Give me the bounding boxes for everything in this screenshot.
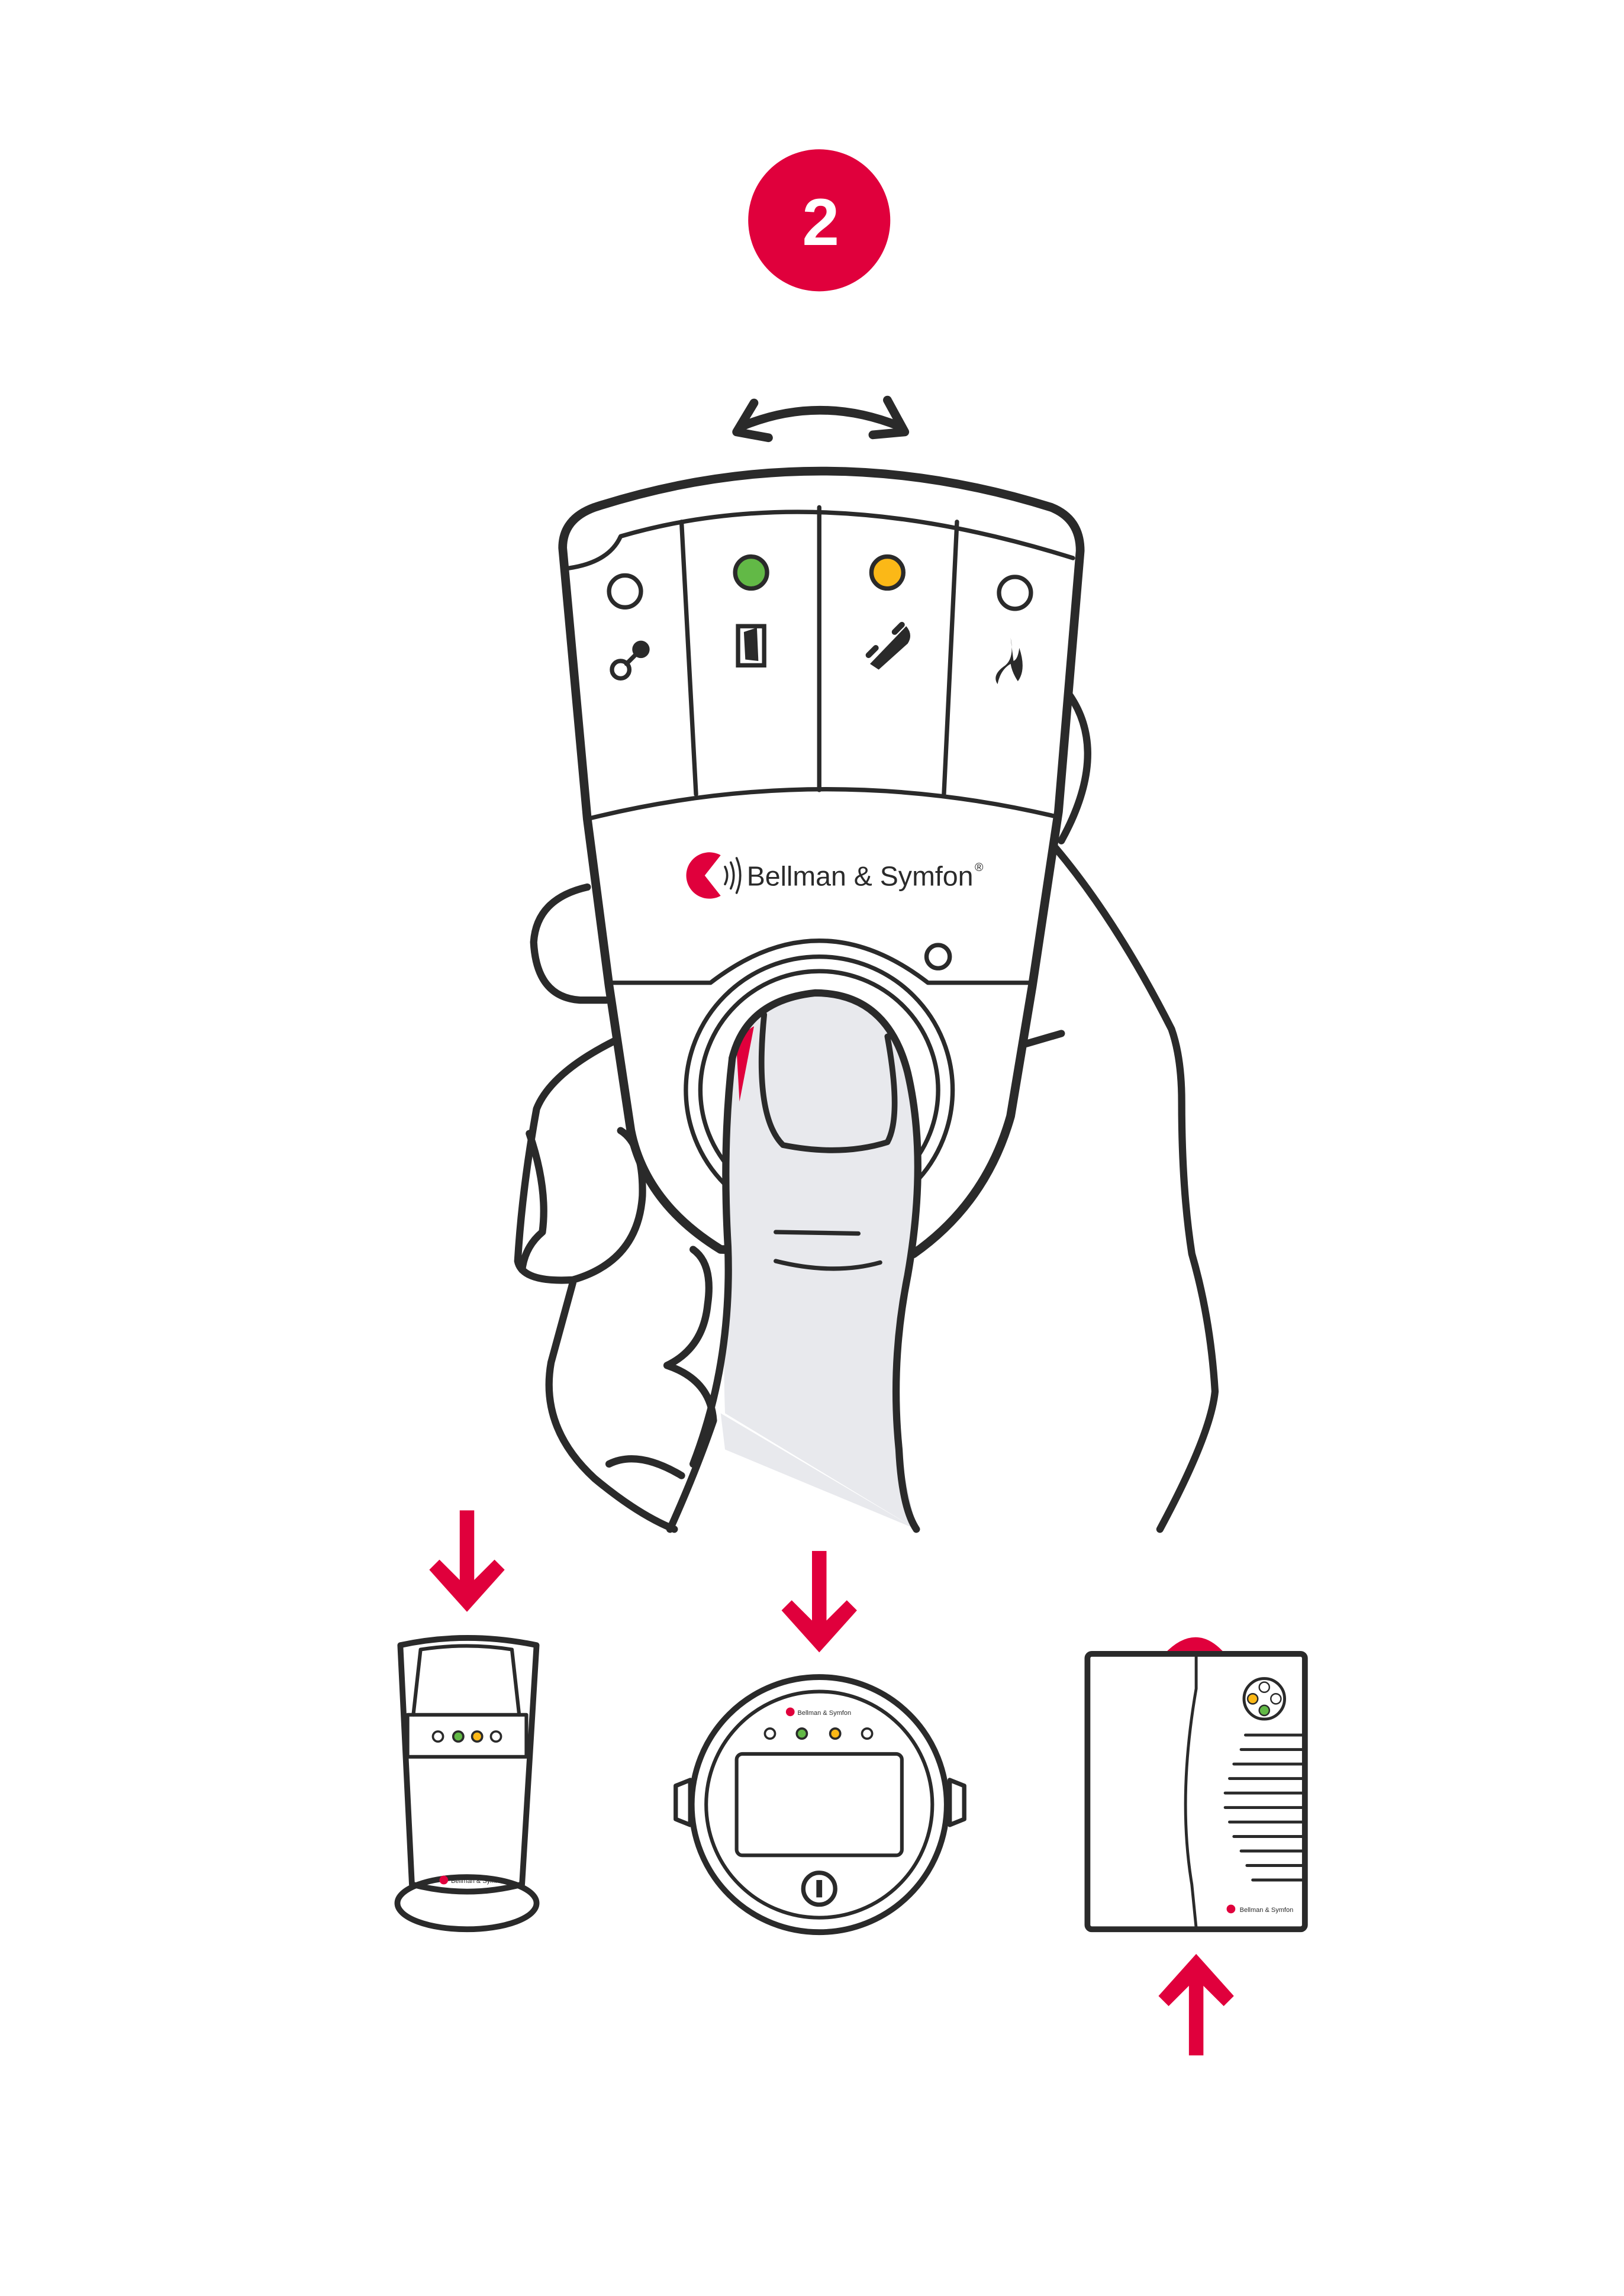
indicator-led-fire [997,575,1033,611]
indicator-led-door [733,554,769,591]
indicator-led-phone [869,554,906,591]
brand-wordmark: Bellman & Symfon® [747,861,984,892]
step-number: 2 [802,185,839,259]
brand-registered-mark: ® [975,861,984,874]
brand-name: Bellman & Symfon [747,861,974,892]
indicator-led-baby [607,573,643,610]
up-arrow-icon [1158,1953,1234,2056]
brand-name-small: Bellman & Symfon [798,1710,852,1717]
hand [514,692,1219,1533]
brand-name-small: Bellman & Symfon [1240,1907,1294,1914]
down-arrow-icon [429,1510,505,1612]
step-badge: 2 [748,149,891,292]
receiver-device: Bellman & Symfon® [558,466,1085,1259]
phone-icon [865,621,911,670]
tall-transmitter-device: Bellman & Symfon [394,1635,540,1933]
brand-logo: Bellman & Symfon® [686,852,984,899]
wall-box-device: Bellman & Symfon [1084,1637,1308,1933]
round-device: Bellman & Symfon [674,1674,966,1936]
down-arrow-icon [781,1550,857,1653]
thumb [689,989,921,1533]
door-icon [736,624,766,667]
rotate-arrow-icon [732,395,910,443]
baby-pacifier-icon [610,640,650,681]
brand-name-small: Bellman & Symfon [451,1878,505,1885]
fire-icon [995,637,1023,685]
